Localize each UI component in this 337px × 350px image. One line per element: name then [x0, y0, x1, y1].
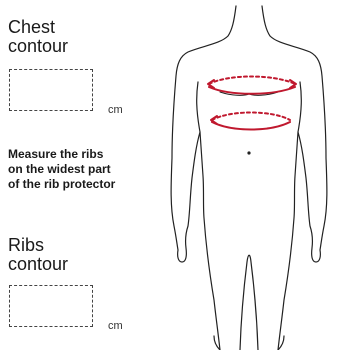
ribs-band-front: [212, 122, 290, 130]
navel-dot: [247, 151, 250, 154]
ribs-label-line1: Ribs: [8, 236, 68, 255]
body-silhouette: [160, 0, 337, 350]
body-outline-right: [262, 6, 327, 350]
chest-label-line2: contour: [8, 37, 68, 56]
chest-label-line1: Chest: [8, 18, 68, 37]
instruction-line2: on the widest part: [8, 162, 158, 177]
ribs-measure-band: [211, 113, 290, 130]
ribs-band-back: [212, 113, 290, 121]
inner-arm-left: [197, 82, 200, 132]
chest-contour-input[interactable]: [9, 69, 93, 111]
rib-measure-instruction: Measure the ribs on the widest part of t…: [8, 147, 158, 192]
inner-arm-right: [298, 82, 301, 132]
chest-band-back: [209, 77, 295, 85]
instruction-line1: Measure the ribs: [8, 147, 158, 162]
chest-unit-label: cm: [108, 104, 123, 116]
ribs-label-line2: contour: [8, 255, 68, 274]
instruction-line3: of the rib protector: [8, 177, 158, 192]
chest-contour-label: Chest contour: [8, 18, 68, 56]
inner-legs: [240, 255, 258, 350]
body-outline-left: [171, 6, 236, 350]
ribs-contour-label: Ribs contour: [8, 236, 68, 274]
ribs-unit-label: cm: [108, 320, 123, 332]
chest-measure-band: [208, 77, 296, 94]
ribs-contour-input[interactable]: [9, 285, 93, 327]
